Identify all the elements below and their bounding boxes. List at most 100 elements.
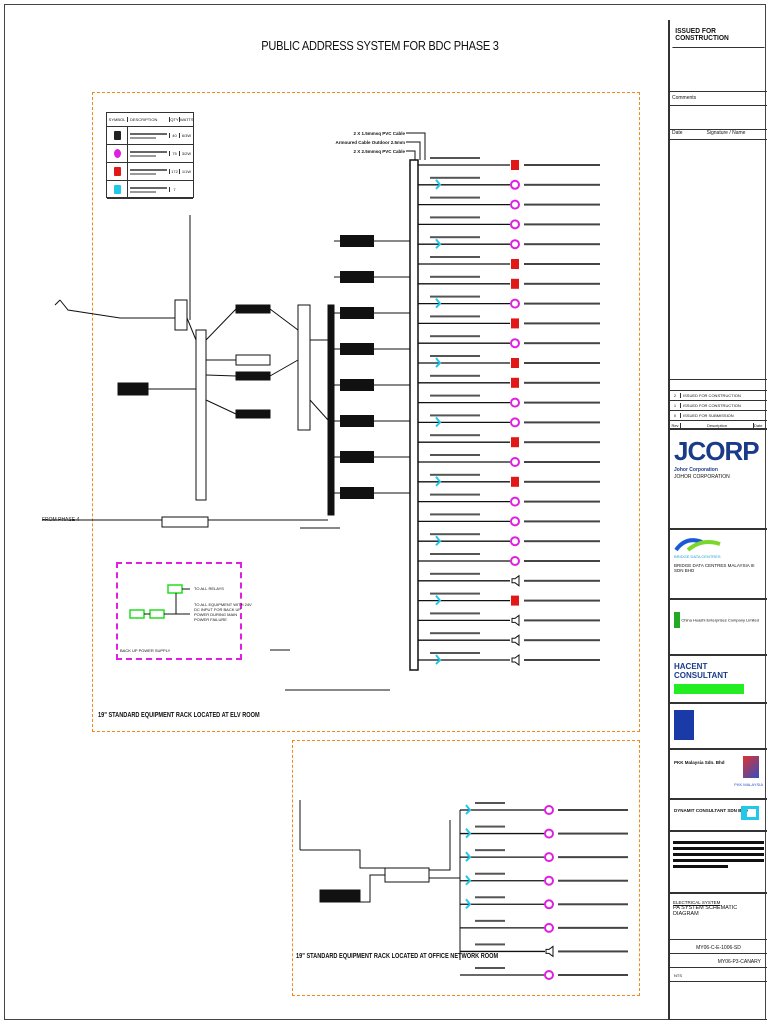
circuit-label [430,414,480,417]
branch-description [524,639,600,642]
ceiling-speaker-icon [510,219,520,230]
wall-speaker-icon [511,595,519,606]
backup-power-boundary [116,562,242,660]
amplifier-unit [340,343,374,355]
issue-status: ISSUED FOR CONSTRUCTION [672,20,765,48]
legend-qty: 40 [169,133,179,138]
amplifier-unit [340,307,374,319]
wall-speaker-icon [511,377,519,388]
wall-speaker-icon [113,167,121,176]
circuit-label [430,355,480,357]
branch-description [524,540,600,543]
volume-control-icon [465,827,472,839]
revision-description: ISSUED FOR SUBMISSION [680,413,753,418]
amplifier-unit [340,379,374,391]
contractor-panel: China Huashi Enterprises Company Limited [670,600,767,656]
legend-qty: 7 [169,187,179,192]
horn-speaker-icon [113,131,121,140]
consultant-name: HACENT CONSULTANT [674,662,728,680]
ceiling-speaker-icon [510,536,520,547]
circuit-label [430,632,480,635]
branch-description [558,950,628,953]
legend-watts: 1/1W [179,169,193,174]
circuit-label [475,967,505,969]
circuit-label [430,533,480,536]
horn-speaker-icon [511,654,520,666]
volume-control-icon [435,476,442,487]
pkk-logo-icon [743,756,759,778]
schematic-diagram [42,132,628,980]
amplifier-unit [340,415,374,427]
circuit-label [430,196,480,199]
legend-header: SYMBOL [108,117,126,122]
cable-type: 2 X 1.5mmsq PVC Cable [353,131,405,136]
drawing-sheet [4,4,766,1020]
pkk-panel: PKK Malaysia Sdn. Bhd PKK MALAYSIA [670,750,767,800]
wall-speaker-icon [511,278,519,289]
consultant-panel: HACENT CONSULTANT [670,656,767,704]
revision-number: 1 [673,403,677,408]
owner-name: BRIDGE DATA CENTRES MALAYSIA III SDN BHD [674,563,755,573]
elv-rack-caption: 19" STANDARD EQUIPMENT RACK LOCATED AT E… [98,712,260,719]
branch-description [524,164,600,166]
branch-description [524,243,600,246]
branch-description [558,879,628,882]
circuit-label [430,157,480,159]
horn-speaker-icon [511,614,520,627]
circuit-label [430,454,480,456]
circuit-label [430,513,480,516]
engineer-logo-icon [674,710,694,740]
wall-speaker-icon [511,437,519,448]
ceiling-speaker-icon [510,556,520,566]
office-rack-caption: 19" STANDARD EQUIPMENT RACK LOCATED AT O… [296,953,499,960]
amplifier-unit [340,487,374,499]
ceiling-speaker-icon [510,417,520,428]
volume-control-icon [435,535,442,546]
signature-label: Signature / Name [706,130,746,136]
branch-description [524,203,600,206]
backup-power-label: BACK UP POWER SUPPLY [120,648,171,653]
circuit-label [430,612,480,615]
branch-description [524,302,600,305]
amplifier-unit [340,235,374,247]
branch-description [524,282,600,285]
volume-control-icon [435,357,442,368]
cable-type: Armoured Cable Outdoor 2.5mm [335,140,405,145]
client-name: JOHOR CORPORATION [674,474,730,480]
ceiling-speaker-icon [544,922,554,933]
contractor-name: China Huashi Enterprises Company Limited [681,617,759,623]
branch-description [524,500,600,503]
amplifier-unit [340,451,374,463]
circuit-label [430,553,480,555]
cable-legend: 2 X 1.5mmsq PVC Cable Armoured Cable Out… [318,129,405,156]
date-header: Date [753,423,767,428]
to-equipment-label: TO ALL EQUIPMENT WITH 24V DC INPUT FOR B… [194,602,252,622]
branch-description [524,401,600,404]
branch-description [524,619,600,622]
branch-description [524,322,600,325]
branch-description [524,342,600,345]
drawing-title-panel: ELECTRICAL SYSTEM PA SYSTEM SCHEMATIC DI… [670,894,767,940]
project-code: MY06-P3-CANARY [670,954,767,968]
volume-control-icon [465,804,472,815]
circuit-label [430,176,480,179]
circuit-label [430,216,480,219]
legend-header: QTY [169,117,179,122]
ceiling-speaker-icon [544,970,554,980]
volume-control-icon [435,416,442,428]
branch-description [524,461,600,463]
comments-label: Comments [670,92,767,106]
wall-speaker-icon [511,160,519,170]
owner-panel: BRIDGE DATA CENTRES BRIDGE DATA CENTRES … [670,530,767,600]
legend-qty: 75 [169,151,179,156]
volume-control-icon [465,851,472,862]
scale-value: NTS [670,968,767,982]
consultant-logo-band [674,684,744,694]
